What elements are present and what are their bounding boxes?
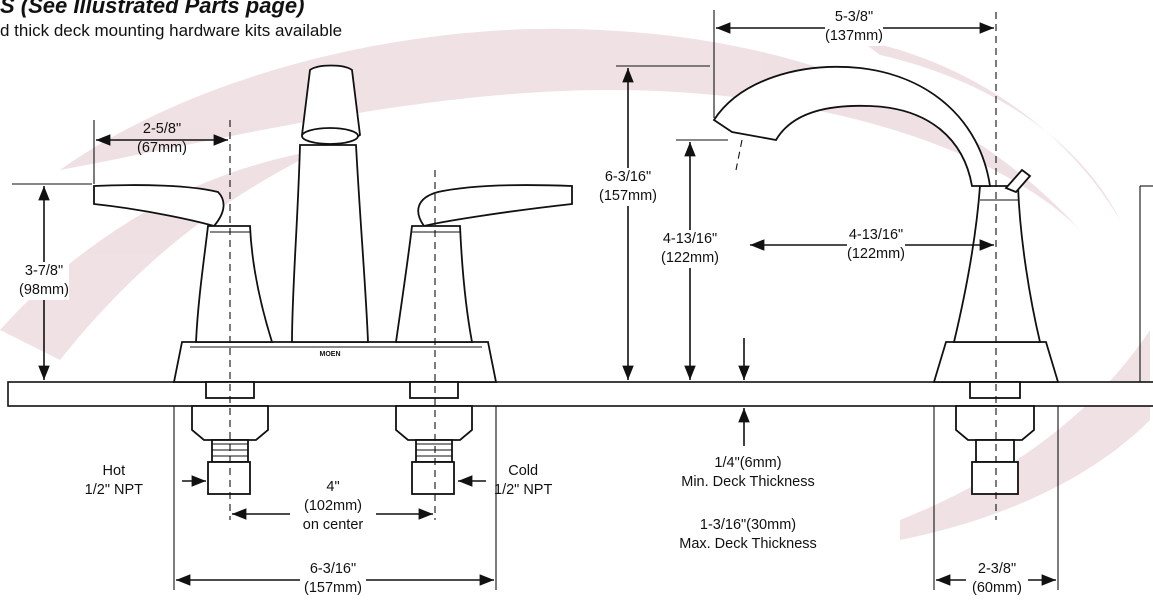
max-deck-text: Max. Deck Thickness [679, 536, 817, 552]
aerator-height-metric: (122mm) [660, 250, 720, 266]
spout-height-label: 6-3/16" (157mm) [598, 168, 658, 206]
brand-mark: MOEN [319, 351, 341, 358]
hot-size: 1/2" NPT [84, 482, 143, 498]
center-spacing-metric: (102mm) [303, 498, 362, 514]
aerator-height-imperial: 4-13/16" [662, 231, 718, 247]
aerator-height-label: 4-13/16" (122mm) [660, 230, 720, 268]
handle-height-metric: (98mm) [19, 282, 69, 298]
max-deck-value: 1-3/16"(30mm) [699, 517, 797, 533]
overall-width-metric: (157mm) [303, 580, 363, 596]
max-deck-label: 1-3/16"(30mm) Max. Deck Thickness [679, 516, 817, 554]
min-deck-value: 1/4"(6mm) [714, 455, 782, 471]
spout-reach-metric: (137mm) [824, 28, 884, 44]
base-width-imperial: 2-3/8" [977, 561, 1017, 577]
section-title: S (See Illustrated Parts page) [0, 0, 305, 18]
side-lever [1004, 168, 1032, 194]
spout-reach-label: 5-3/8" (137mm) [824, 8, 884, 46]
spout-reach-imperial: 5-3/8" [834, 9, 874, 25]
right-lever [417, 184, 573, 228]
cold-shank [395, 381, 473, 495]
cold-size: 1/2" NPT [494, 482, 553, 498]
min-deck-label: 1/4"(6mm) Min. Deck Thickness [681, 454, 815, 492]
hot-connection-label: Hot 1/2" NPT [85, 462, 143, 500]
section-subtitle: d thick deck mounting hardware kits avai… [0, 21, 343, 40]
faucet-base [172, 341, 498, 383]
faucet-side-view [712, 12, 1060, 520]
overall-width-imperial: 6-3/16" [309, 561, 357, 577]
handle-reach-metric: (67mm) [137, 140, 187, 156]
aerator-reach-imperial: 4-13/16" [848, 227, 904, 243]
left-lever [93, 184, 225, 228]
cold-connection-label: Cold 1/2" NPT [494, 462, 552, 500]
hot-name: Hot [102, 463, 126, 479]
left-valve-body [195, 225, 274, 343]
spout-height-imperial: 6-3/16" [604, 169, 652, 185]
center-spacing-note: on center [302, 517, 364, 533]
aerator-reach-metric: (122mm) [846, 246, 906, 262]
aerator-reach-label: 4-13/16" (122mm) [846, 226, 906, 264]
spout-height-metric: (157mm) [598, 188, 658, 204]
cold-name: Cold [508, 463, 539, 479]
center-spacing-label: 4" (102mm) on center [303, 478, 363, 535]
min-deck-text: Min. Deck Thickness [681, 474, 815, 490]
side-body [952, 185, 1042, 343]
handle-reach-label: 2-5/8" (67mm) [137, 120, 187, 158]
spout-column [291, 144, 369, 343]
side-spout [712, 65, 992, 187]
base-width-label: 2-3/8" (60mm) [969, 560, 1025, 598]
handle-height-imperial: 3-7/8" [24, 263, 64, 279]
deck-slab [7, 381, 1153, 407]
overall-width-label: 6-3/16" (157mm) [299, 560, 367, 598]
base-width-metric: (60mm) [972, 580, 1022, 596]
faucet-front-view [93, 64, 573, 520]
handle-reach-imperial: 2-5/8" [142, 121, 182, 137]
handle-height-label: 3-7/8" (98mm) [19, 262, 69, 300]
right-valve-body [394, 225, 474, 343]
aerator [301, 127, 359, 145]
center-spacing-imperial: 4" [326, 479, 340, 495]
